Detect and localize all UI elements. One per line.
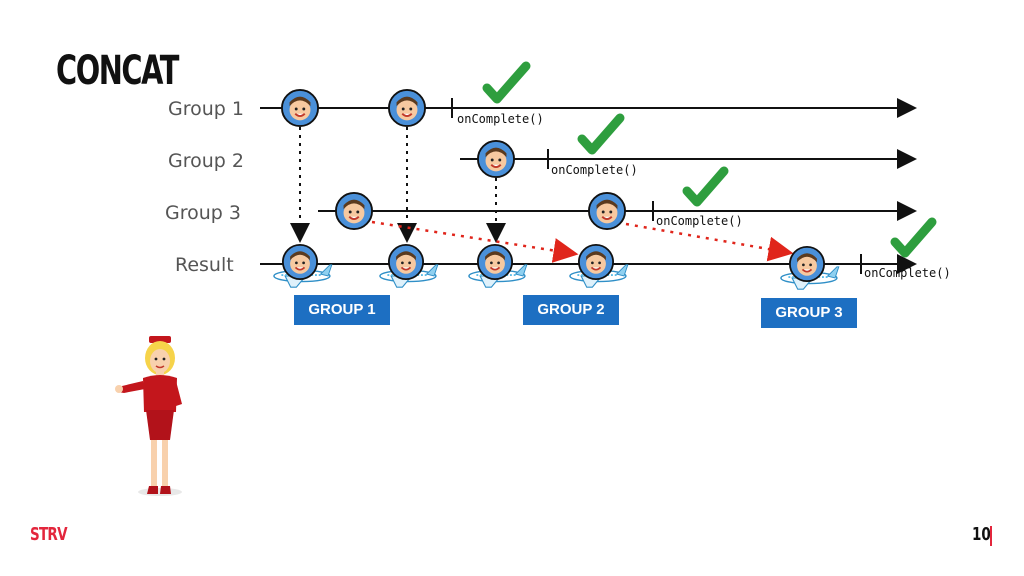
passenger-avatar-icon xyxy=(477,140,515,178)
page-number: 10 xyxy=(972,524,991,545)
row-label-group-3: Group 3 xyxy=(165,202,241,224)
passenger-avatar-icon xyxy=(477,244,513,280)
passenger-avatar-icon xyxy=(388,89,426,127)
slide-title: CONCAT xyxy=(56,48,179,94)
passenger-avatar-icon xyxy=(789,246,825,282)
row-label-group-1: Group 1 xyxy=(168,98,244,120)
check-icon xyxy=(682,166,729,207)
passenger-avatar-icon xyxy=(388,244,424,280)
flight-attendant-icon xyxy=(115,336,182,496)
row-label-group-2: Group 2 xyxy=(168,150,244,172)
passenger-avatar-icon xyxy=(588,192,626,230)
strv-logo: STRV xyxy=(30,524,68,545)
check-icon xyxy=(890,217,937,258)
delayed-arrow-1 xyxy=(371,220,579,263)
passenger-avatar-icon xyxy=(335,192,373,230)
passenger-avatar-icon xyxy=(578,244,614,280)
check-icon xyxy=(577,113,625,155)
group-badge-3: GROUP 3 xyxy=(761,298,857,328)
oncomplete-label-group-3: onComplete() xyxy=(656,214,743,228)
page-number-accent xyxy=(990,526,992,546)
passenger-avatar-icon xyxy=(282,244,318,280)
row-label-result: Result xyxy=(175,254,234,276)
group-badge-2: GROUP 2 xyxy=(523,295,619,325)
passenger-avatar-icon xyxy=(281,89,319,127)
group-badge-1: GROUP 1 xyxy=(294,295,390,325)
delayed-arrow-2 xyxy=(625,222,794,262)
check-icon xyxy=(482,61,531,104)
oncomplete-label-result: onComplete() xyxy=(864,266,951,280)
oncomplete-label-group-1: onComplete() xyxy=(457,112,544,126)
oncomplete-label-group-2: onComplete() xyxy=(551,163,638,177)
